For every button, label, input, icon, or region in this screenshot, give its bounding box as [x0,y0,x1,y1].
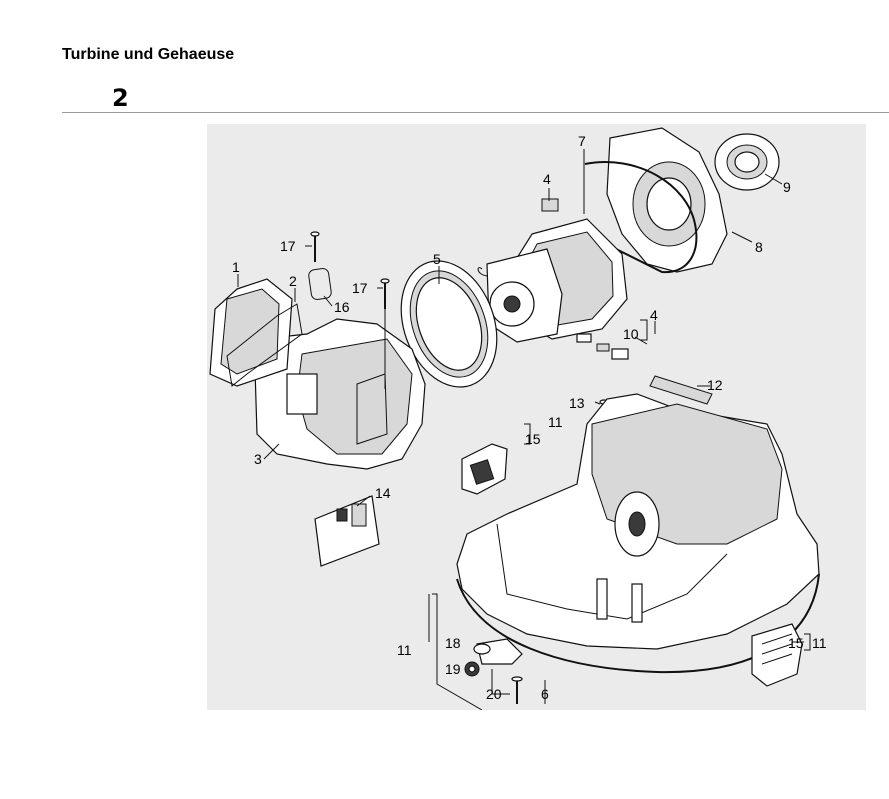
gasket-part [226,303,303,387]
motor-part [477,218,628,343]
callout-8: 8 [755,239,763,255]
leader-lines [237,149,811,710]
callout-11-right: 11 [812,635,827,651]
housing-part [254,318,426,470]
callout-1: 1 [232,259,240,275]
callout-11-mid: 11 [548,414,563,430]
callout-12: 12 [707,377,723,393]
page-number: 2 [112,84,129,112]
clamp-parts [464,638,523,704]
header-divider [62,112,889,113]
ring-part [714,133,780,191]
callout-15-right: 15 [788,635,804,651]
callout-17-left: 17 [280,238,296,254]
callout-11-left: 11 [397,642,412,658]
callout-9: 9 [783,179,791,195]
latch-part-right [751,623,803,687]
callout-5: 5 [433,251,441,267]
seal-ring-part [400,260,498,388]
filter-part [209,278,293,387]
callout-19: 19 [445,661,461,677]
base-housing-part [456,393,820,674]
callout-15-mid: 15 [525,431,541,447]
callout-2: 2 [289,273,297,289]
callout-17-mid: 17 [352,280,368,296]
page-title: Turbine und Gehaeuse [62,46,235,63]
callout-20: 20 [486,686,502,702]
callout-13: 13 [569,395,585,411]
callout-14: 14 [375,485,391,501]
callout-labels: 1 2 3 4 4 5 6 7 8 9 10 11 11 11 12 13 14… [232,133,827,702]
diagram-drawing: 1 2 3 4 4 5 6 7 8 9 10 11 11 11 12 13 14… [209,127,827,710]
callout-3: 3 [254,451,262,467]
callout-16: 16 [334,299,350,315]
circuit-board-part [314,495,380,567]
latch-part-left [461,443,508,495]
callout-4-top: 4 [543,171,551,187]
exploded-parts-diagram: 1 2 3 4 4 5 6 7 8 9 10 11 11 11 12 13 14… [207,124,866,710]
callout-7: 7 [578,133,586,149]
callout-6: 6 [541,686,549,702]
rear-cover-part [583,127,728,274]
callout-18: 18 [445,635,461,651]
callout-10: 10 [623,326,639,342]
strip-part [649,375,713,405]
small-gasket-part [308,268,332,300]
callout-4-right: 4 [650,307,658,323]
brush-parts [541,198,629,360]
